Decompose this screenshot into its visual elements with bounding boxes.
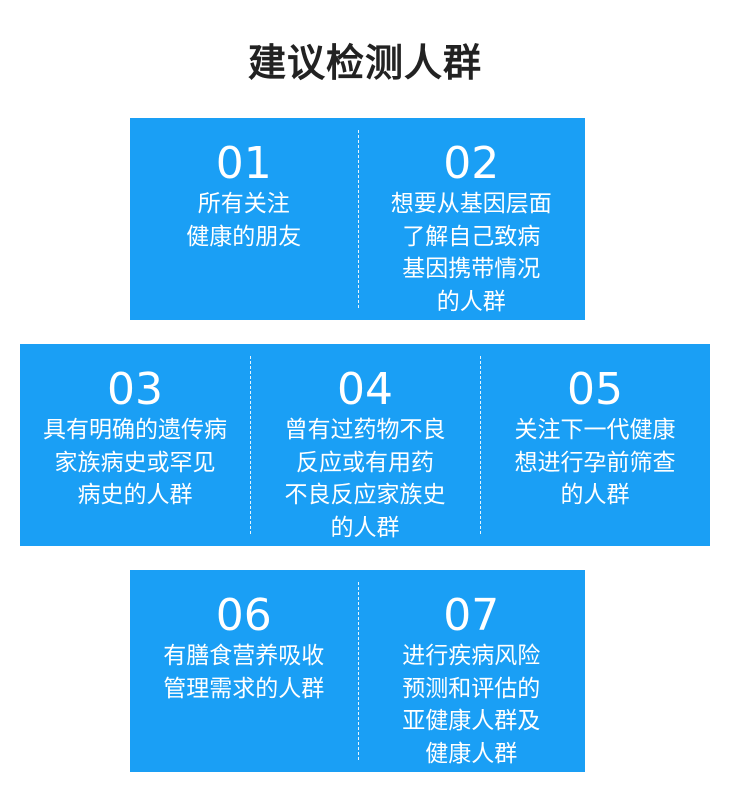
group-number: 07 bbox=[443, 590, 500, 641]
group-description: 进行疾病风险 预测和评估的 亚健康人群及 健康人群 bbox=[402, 643, 541, 767]
page-title: 建议检测人群 bbox=[247, 41, 482, 85]
group-description: 想要从基因层面 了解自己致病 基因携带情况 的人群 bbox=[390, 191, 552, 315]
group-description: 具有明确的遗传病 家族病史或罕见 病史的人群 bbox=[43, 417, 227, 508]
group-number: 05 bbox=[567, 364, 623, 415]
group-description: 所有关注 健康的朋友 bbox=[186, 191, 302, 250]
group-number: 01 bbox=[215, 138, 272, 189]
group-description: 关注下一代健康 想进行孕前筛查 的人群 bbox=[514, 417, 676, 508]
group-number: 03 bbox=[107, 364, 163, 415]
group-number: 02 bbox=[443, 138, 500, 189]
group-number: 04 bbox=[337, 364, 393, 415]
group-description: 曾有过药物不良 反应或有用药 不良反应家族史 的人群 bbox=[284, 417, 446, 541]
group-number: 06 bbox=[215, 590, 272, 641]
group-description: 有膳食营养吸收 管理需求的人群 bbox=[163, 643, 325, 702]
